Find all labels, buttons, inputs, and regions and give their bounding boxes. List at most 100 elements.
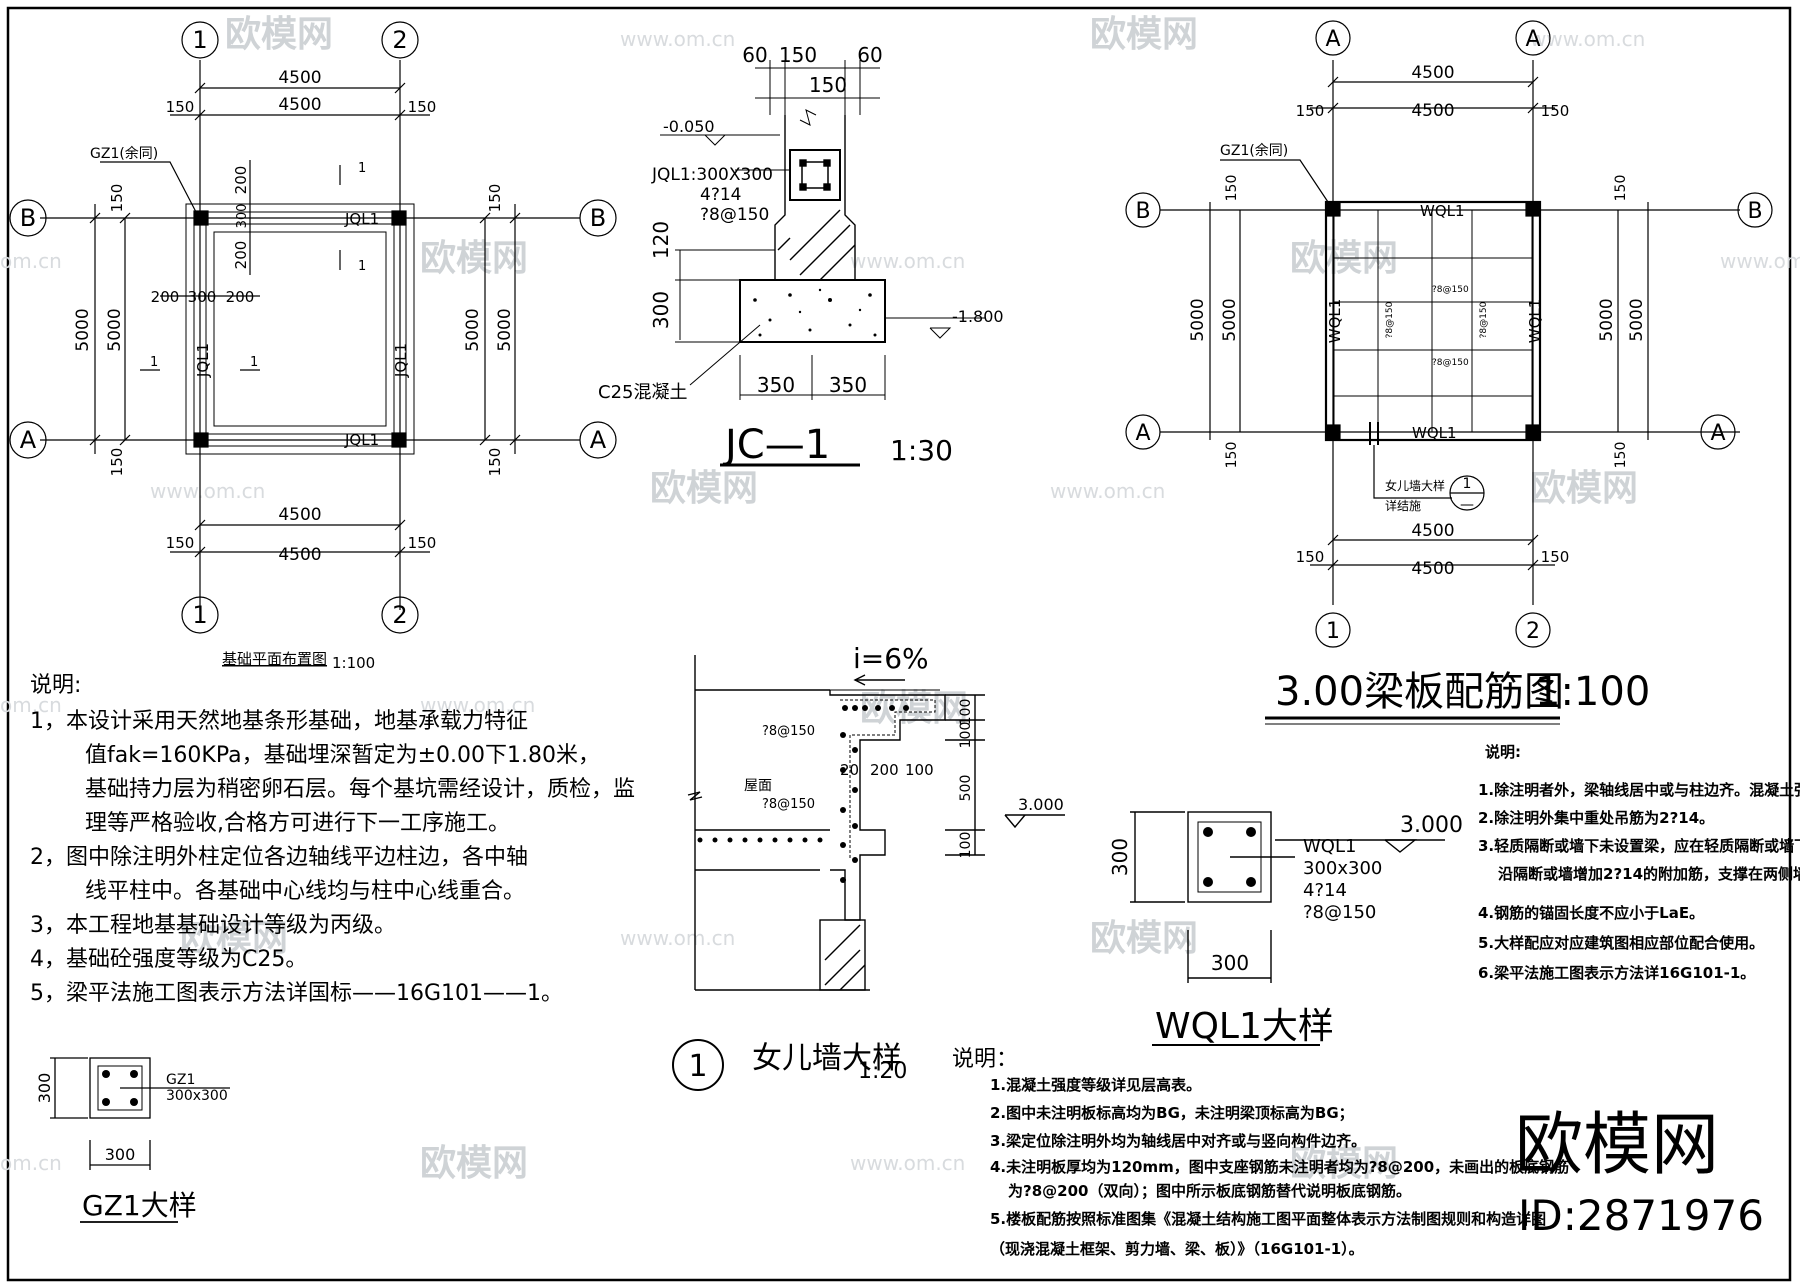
dim-label: 150 [108, 448, 126, 477]
watermark: 欧模网 [180, 918, 288, 959]
dim-label: 150 [1541, 102, 1570, 120]
watermark-site: om.cn [0, 249, 62, 273]
dim-label: 4500 [1411, 101, 1454, 121]
wql1-detail [1130, 811, 1445, 1046]
dim-label: 300 [649, 291, 673, 329]
watermark-site: www.om.cn [420, 693, 535, 717]
note-line: （现浇混凝土框架、剪力墙、梁、板）》（16G101-1）。 [990, 1240, 1364, 1258]
gz1-size: 300x300 [166, 1088, 228, 1104]
dim-label: 350 [829, 373, 867, 397]
dim-label: 60 [857, 43, 882, 67]
axis-bubble-a: A [20, 426, 37, 454]
dim-label: 4500 [278, 545, 321, 565]
dim-label: 150 [1613, 175, 1629, 202]
note-line: 1.除注明者外，梁轴线居中或与柱边齐。混凝土强度C25。 [1478, 781, 1800, 799]
callout-text: 女儿墙大样 [1385, 478, 1445, 493]
detail-title: GZ1大样 [82, 1189, 197, 1222]
dim-label: 150 [108, 184, 126, 213]
axis-bubble-a: A [1325, 27, 1340, 52]
dim-label: 4500 [278, 505, 321, 525]
axis-bubble-b: B [1747, 199, 1762, 224]
watermark-site: www.om.cn [620, 27, 735, 51]
notes-heading: 说明: [30, 673, 81, 698]
dim-label: 200 [232, 166, 250, 195]
note-line: 4.未注明板厚均为120mm，图中支座钢筋未注明者均为?8@200，未画出的板底… [990, 1158, 1569, 1176]
watermark: 欧模网 [1290, 1143, 1398, 1184]
axis-bubble-1: 1 [192, 601, 207, 629]
note-line: 3，本工程地基基础设计等级为丙级。 [30, 913, 396, 938]
beam-label-jql1: JQL1 [194, 343, 212, 378]
wql1-stirrup: ?8@150 [1303, 902, 1376, 923]
elevation-label: 3.000 [1018, 795, 1064, 814]
watermark-site: www.om.cn [850, 1151, 965, 1175]
watermark: 欧模网 [1090, 918, 1198, 959]
notes-left: 说明: 1，本设计采用天然地基条形基础，地基承载力特征 值fak=160KPa，… [30, 673, 635, 1006]
dim-label: 500 [958, 775, 974, 802]
gz1-detail [50, 1057, 230, 1223]
wql1-name: WQL1 [1303, 836, 1356, 857]
rebar-label: ?8@150 [1432, 285, 1469, 295]
axis-bubble-a: A [1710, 421, 1725, 446]
detail-scale: 1:20 [858, 1059, 907, 1084]
dim-label: 5000 [1627, 298, 1647, 341]
jc1-section [660, 60, 985, 467]
note-line: 3.轻质隔断或墙下未设置梁，应在轻质隔断或墙下楼板中， [1478, 837, 1800, 855]
parapet-detail [672, 655, 1065, 1091]
watermark: 欧模网 [225, 14, 333, 55]
slab-plan [1125, 20, 1773, 725]
note-line: 5.楼板配筋按照标准图集《混凝土结构施工图平面整体表示方法制图规则和构造详图 [990, 1210, 1546, 1228]
watermark: 欧模网 [1090, 14, 1198, 55]
roof-label: 屋面 [744, 778, 772, 794]
notes-bottom: 说明： 1.混凝土强度等级详见层高表。 2.图中未注明板标高均为BG，未注明梁顶… [952, 1047, 1569, 1258]
axis-bubble-1: 1 [1326, 619, 1340, 644]
dim-label: 200 [151, 288, 180, 306]
slab-plan-title: 3.00梁板配筋图 [1275, 669, 1564, 715]
dim-label: 200 [232, 241, 250, 270]
dim-label: 100 [958, 699, 974, 726]
sheet-border [6, 6, 1792, 1282]
rebar-label: ?8@150 [762, 724, 815, 739]
note-line: 5，梁平法施工图表示方法详国标——16G101——1。 [30, 981, 563, 1006]
note-line: 4.钢筋的锚固长度不应小于LaE。 [1478, 904, 1704, 922]
gz1-callout: GZ1(余同) [90, 145, 158, 162]
dim-label: 5000 [495, 308, 515, 351]
dim-label: 300 [105, 1145, 136, 1164]
rebar-label: ?8@150 [1432, 358, 1469, 368]
rebar-label: ?8@150 [1479, 301, 1489, 338]
dim-label: 150 [1296, 548, 1325, 566]
dim-label: 120 [649, 221, 673, 259]
beam-label-jql1: JQL1 [344, 431, 379, 449]
beam-spec: ?8@150 [700, 205, 769, 225]
notes-right: 说明: 1.除注明者外，梁轴线居中或与柱边齐。混凝土强度C25。 2.除注明外集… [1478, 743, 1800, 982]
foundation-plan [9, 21, 617, 634]
watermark-site: www.om.cn [850, 249, 965, 273]
gz1-labels: GZ1 300x300 300 300 GZ1大样 [35, 1072, 228, 1222]
dim-label: 150 [1224, 442, 1240, 469]
dim-label: 300 [188, 288, 217, 306]
dim-label: 200 [870, 761, 899, 779]
notes-heading: 说明： [952, 1047, 1018, 1072]
detail-number: 1 [688, 1049, 707, 1084]
note-line: 值fak=160KPa，基础埋深暂定为±0.00下1.80米， [85, 743, 600, 768]
beam-label-wql1: WQL1 [1526, 299, 1544, 344]
jc1-labels: 60 150 60 150 -0.050 JQL1:300X300 4?14 ?… [598, 43, 1004, 468]
elevation-label: 3.000 [1400, 813, 1463, 838]
dim-label: 20 [840, 761, 859, 779]
dim-label: 100 [958, 832, 974, 859]
drawing-title: 基础平面布置图 [222, 650, 327, 668]
axis-bubble-a: A [1135, 421, 1150, 446]
dim-label: 300 [35, 1073, 54, 1104]
dim-label: 150 [1224, 175, 1240, 202]
watermark-site: www.om.cn [1720, 249, 1800, 273]
elevation-label: -1.800 [952, 307, 1004, 326]
watermark-layer: 欧模网 欧模网 www.om.cn www.om.cn 欧模网 欧模网 om.c… [0, 14, 1800, 1184]
notes-heading: 说明: [1485, 743, 1521, 761]
wql1-bars: 4?14 [1303, 880, 1347, 901]
watermark: 欧模网 [650, 468, 758, 509]
dim-label: 5000 [73, 308, 93, 351]
watermark-site: www.om.cn [620, 926, 735, 950]
note-line: 理等严格验收,合格方可进行下一工序施工。 [85, 811, 510, 836]
wql1-labels: WQL1 300x300 4?14 ?8@150 3.000 300 300 W… [1108, 813, 1463, 1047]
section-mark: 1 [150, 355, 158, 370]
dim-label: 4500 [1411, 63, 1454, 83]
